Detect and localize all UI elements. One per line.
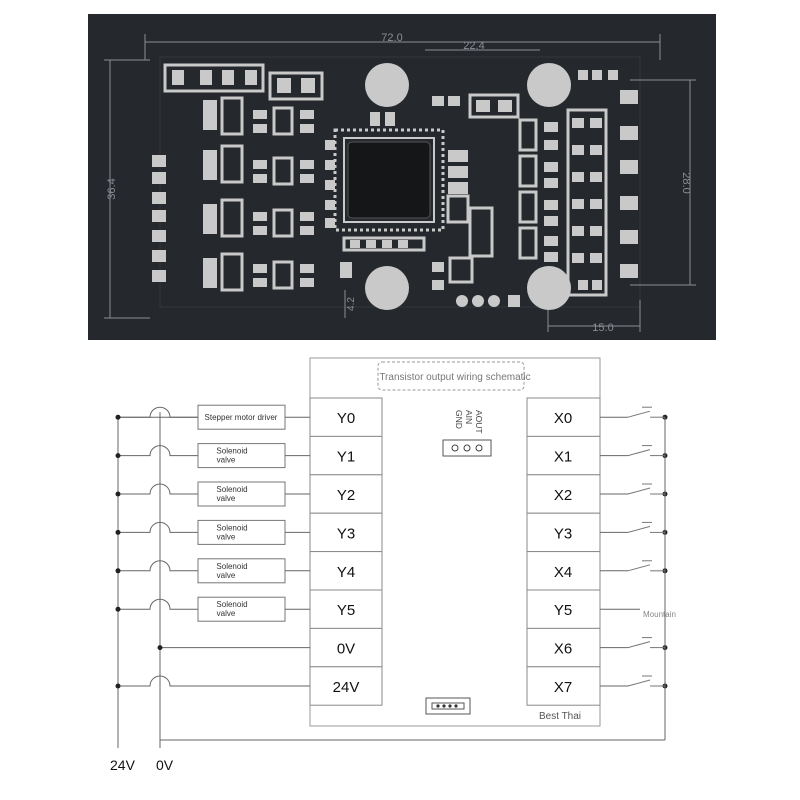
rail-0v-label: 0V: [156, 757, 174, 773]
input-switch: [627, 675, 665, 687]
junction-dot: [157, 645, 163, 651]
right-terminal-label: X7: [554, 679, 572, 696]
load-box: [197, 481, 286, 507]
mcu-chip: [333, 128, 445, 232]
load-label-line1: Solenoid: [216, 523, 247, 532]
input-switch: [627, 560, 665, 572]
right-terminal-label: X4: [554, 564, 572, 581]
load-box: [197, 519, 286, 545]
junction-dot: [115, 529, 121, 535]
analog-label-gnd: GND: [454, 410, 464, 429]
load-label-line1: Solenoid: [216, 447, 247, 456]
input-switch: [627, 637, 665, 649]
load-boxes: Stepper motor driverSolenoidvalveSolenoi…: [197, 404, 286, 622]
mounting-hole-top-left: [365, 63, 409, 107]
left-terminal-label: Y4: [337, 564, 355, 581]
load-label-line2: valve: [217, 571, 236, 580]
mounting-holes: [365, 63, 571, 310]
right-terminal-label: Y5: [554, 602, 572, 619]
input-switch: [627, 483, 665, 495]
left-terminal-label: Y5: [337, 602, 355, 619]
left-terminal-label: Y0: [337, 410, 355, 427]
bottom-connector: [425, 697, 471, 715]
load-box: [197, 404, 286, 430]
dim-right-offset-label: 15.0: [592, 322, 613, 334]
right-terminal-cell: [526, 666, 601, 706]
load-wire: [118, 521, 198, 533]
mounting-hole-top-right: [527, 63, 571, 107]
analog-connector: [442, 439, 492, 457]
left-terminal-label: 0V: [337, 641, 355, 658]
left-terminal-label: Y3: [337, 525, 355, 542]
right-terminal-label: Y3: [554, 525, 572, 542]
right-terminal-label: X1: [554, 449, 572, 466]
rail-24v-label: 24V: [110, 757, 136, 773]
analog-label-aout: AOUT: [474, 410, 484, 434]
load-label-line2: valve: [217, 609, 236, 618]
left-terminal-cell: [309, 512, 383, 553]
wiring-schematic: Transistor output wiring schematic AOUT …: [110, 357, 676, 773]
mounting-hole-bottom-left: [365, 266, 409, 310]
right-terminal-label: X6: [554, 641, 572, 658]
load-box: [197, 596, 286, 622]
load-wire: [118, 560, 198, 572]
left-terminal-label: Y1: [337, 449, 355, 466]
left-terminal-label: 24V: [333, 679, 360, 696]
analog-label-ain: AIN: [464, 410, 474, 424]
right-terminal-cell: [526, 435, 601, 476]
load-label-line1: Solenoid: [216, 485, 247, 494]
right-terminal-cell: [526, 551, 601, 591]
right-terminal-cell: [526, 627, 601, 668]
schematic-title: Transistor output wiring schematic: [379, 372, 530, 383]
left-terminal-cell: [309, 551, 383, 591]
right-terminal-label: X2: [554, 487, 572, 504]
right-terminal-cell: [526, 512, 601, 553]
junction-dot: [115, 453, 121, 459]
load-label-line1: Stepper motor driver: [205, 413, 278, 422]
load-box: [197, 558, 286, 584]
pcb-pads: [152, 63, 638, 307]
dim-hole-spacing-label: 22.4: [463, 40, 484, 52]
load-label-line2: valve: [217, 494, 236, 503]
input-switch: [627, 521, 665, 533]
input-switches: [627, 406, 665, 687]
external-wiring: [115, 406, 668, 748]
right-terminal-cell: [526, 589, 601, 629]
junction-dot: [115, 606, 121, 612]
dim-width-label: 72.0: [381, 32, 402, 44]
pcb-panel: 72.0 22.4 36.4 28.0 4.2 15.0: [88, 14, 716, 340]
right-terminal-label: X0: [554, 410, 572, 427]
load-wire: [118, 598, 198, 610]
pcb-dimensions: [104, 34, 696, 332]
load-label-line1: Solenoid: [216, 562, 247, 571]
load-wire: [118, 445, 198, 457]
junction-dot: [115, 683, 121, 689]
load-label-line1: Solenoid: [216, 600, 247, 609]
left-terminal-cell: [309, 627, 383, 668]
input-switch: [627, 445, 665, 457]
left-terminal-label: Y2: [337, 487, 355, 504]
mounting-hole-bottom-right: [527, 266, 571, 310]
mountain-note: Mountain: [643, 610, 676, 619]
brand-label: Best Thai: [539, 711, 581, 722]
junction-dot: [115, 491, 121, 497]
left-terminal-cell: [309, 474, 383, 514]
dim-edge-offset-label: 4.2: [346, 297, 357, 311]
input-switch: [627, 406, 665, 418]
load-wire: [118, 483, 198, 495]
dim-height-label: 36.4: [106, 178, 118, 199]
junction-dot: [115, 568, 121, 574]
dim-hole-vertical-label: 28.0: [680, 172, 692, 193]
load-label-line2: valve: [217, 456, 236, 465]
load-label-line2: valve: [217, 532, 236, 541]
junction-dot: [115, 414, 121, 420]
load-wire: [118, 406, 198, 418]
load-box: [197, 443, 286, 469]
wire-24v: [118, 675, 310, 687]
